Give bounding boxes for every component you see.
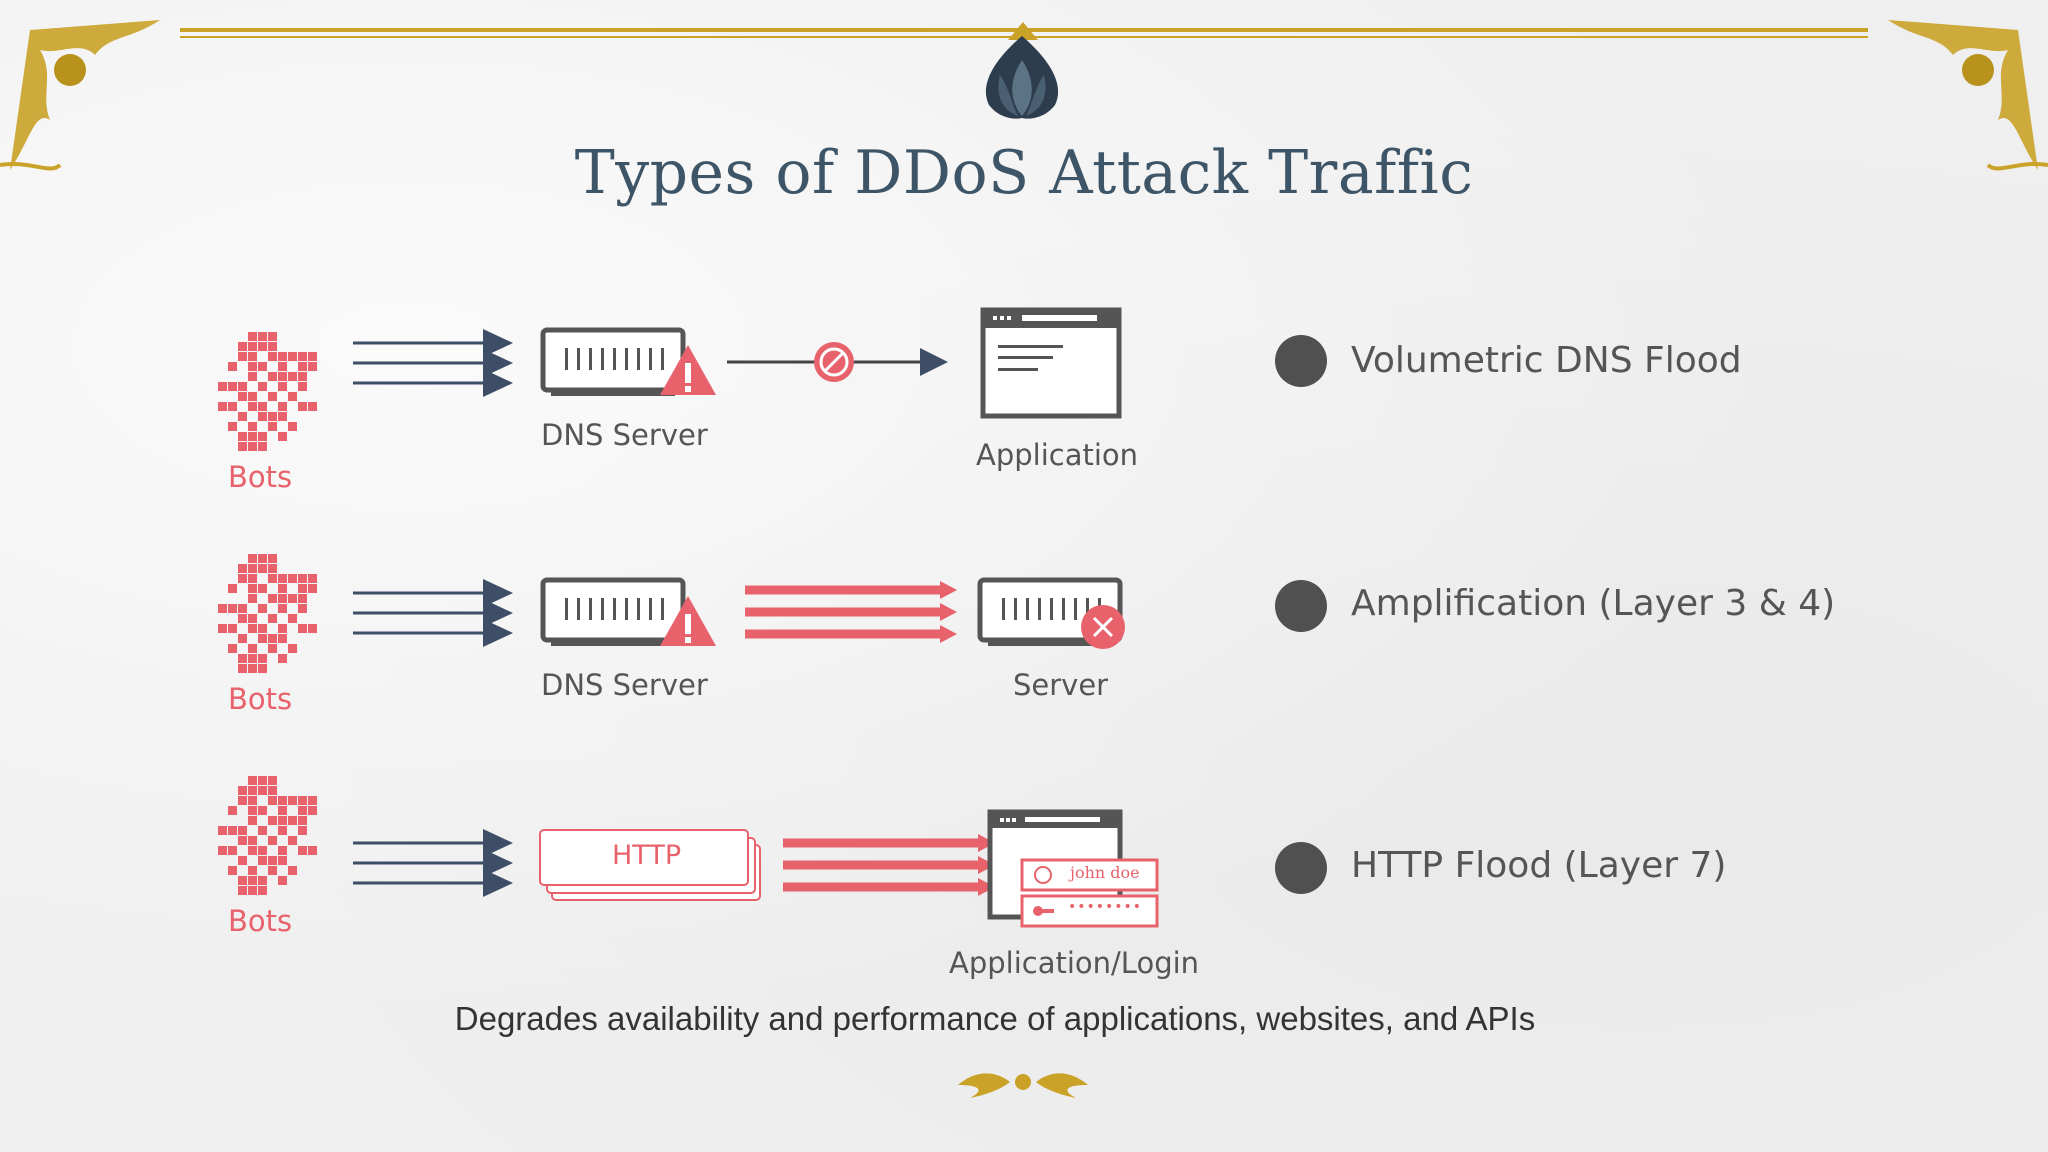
corner-ornament-left-icon <box>0 20 160 171</box>
bot-grid-icon <box>218 554 317 673</box>
legend-bullet <box>1275 842 1327 894</box>
server-error-icon <box>1081 605 1125 649</box>
bots-label: Bots <box>228 682 293 716</box>
login-username-text: john doe <box>1070 863 1140 882</box>
bots-label: Bots <box>228 904 293 938</box>
bottom-ornament-icon <box>958 1073 1088 1098</box>
blocked-icon <box>814 342 854 382</box>
bots-label: Bots <box>228 460 293 494</box>
bot-grid-icon <box>218 332 317 451</box>
traffic-arrows-icon <box>351 827 515 899</box>
amplified-traffic-arrows-icon <box>745 581 957 643</box>
dns-server-label: DNS Server <box>541 668 708 702</box>
legend-volumetric-dns-flood: Volumetric DNS Flood <box>1351 340 1742 381</box>
login-window-icon <box>987 809 1159 928</box>
dns-server-icon <box>543 580 683 646</box>
legend-bullet <box>1275 580 1327 632</box>
http-flood-arrows-icon <box>783 834 995 896</box>
dns-server-icon <box>543 330 683 396</box>
corner-ornament-right-icon <box>1888 20 2048 171</box>
page-title: Types of DDoS Attack Traffic <box>574 138 1474 208</box>
bot-grid-icon <box>218 776 317 895</box>
http-label: HTTP <box>612 840 682 871</box>
legend-http-flood: HTTP Flood (Layer 7) <box>1351 845 1727 886</box>
application-login-label: Application/Login <box>949 946 1200 980</box>
application-window-icon <box>980 307 1122 419</box>
legend-bullet <box>1275 335 1327 387</box>
lotus-emblem-icon <box>985 22 1059 119</box>
footer-caption: Degrades availability and performance of… <box>454 1000 1536 1037</box>
http-stack-icon <box>539 829 761 901</box>
flow-arrowhead <box>920 348 948 376</box>
login-password-text: •••••••• <box>1068 899 1143 915</box>
traffic-arrows-icon <box>351 577 515 649</box>
dns-server-label: DNS Server <box>541 418 708 452</box>
server-label: Server <box>1013 668 1109 702</box>
traffic-arrows-icon <box>351 327 515 399</box>
legend-amplification: Amplification (Layer 3 & 4) <box>1351 583 1836 624</box>
application-label: Application <box>976 438 1139 472</box>
